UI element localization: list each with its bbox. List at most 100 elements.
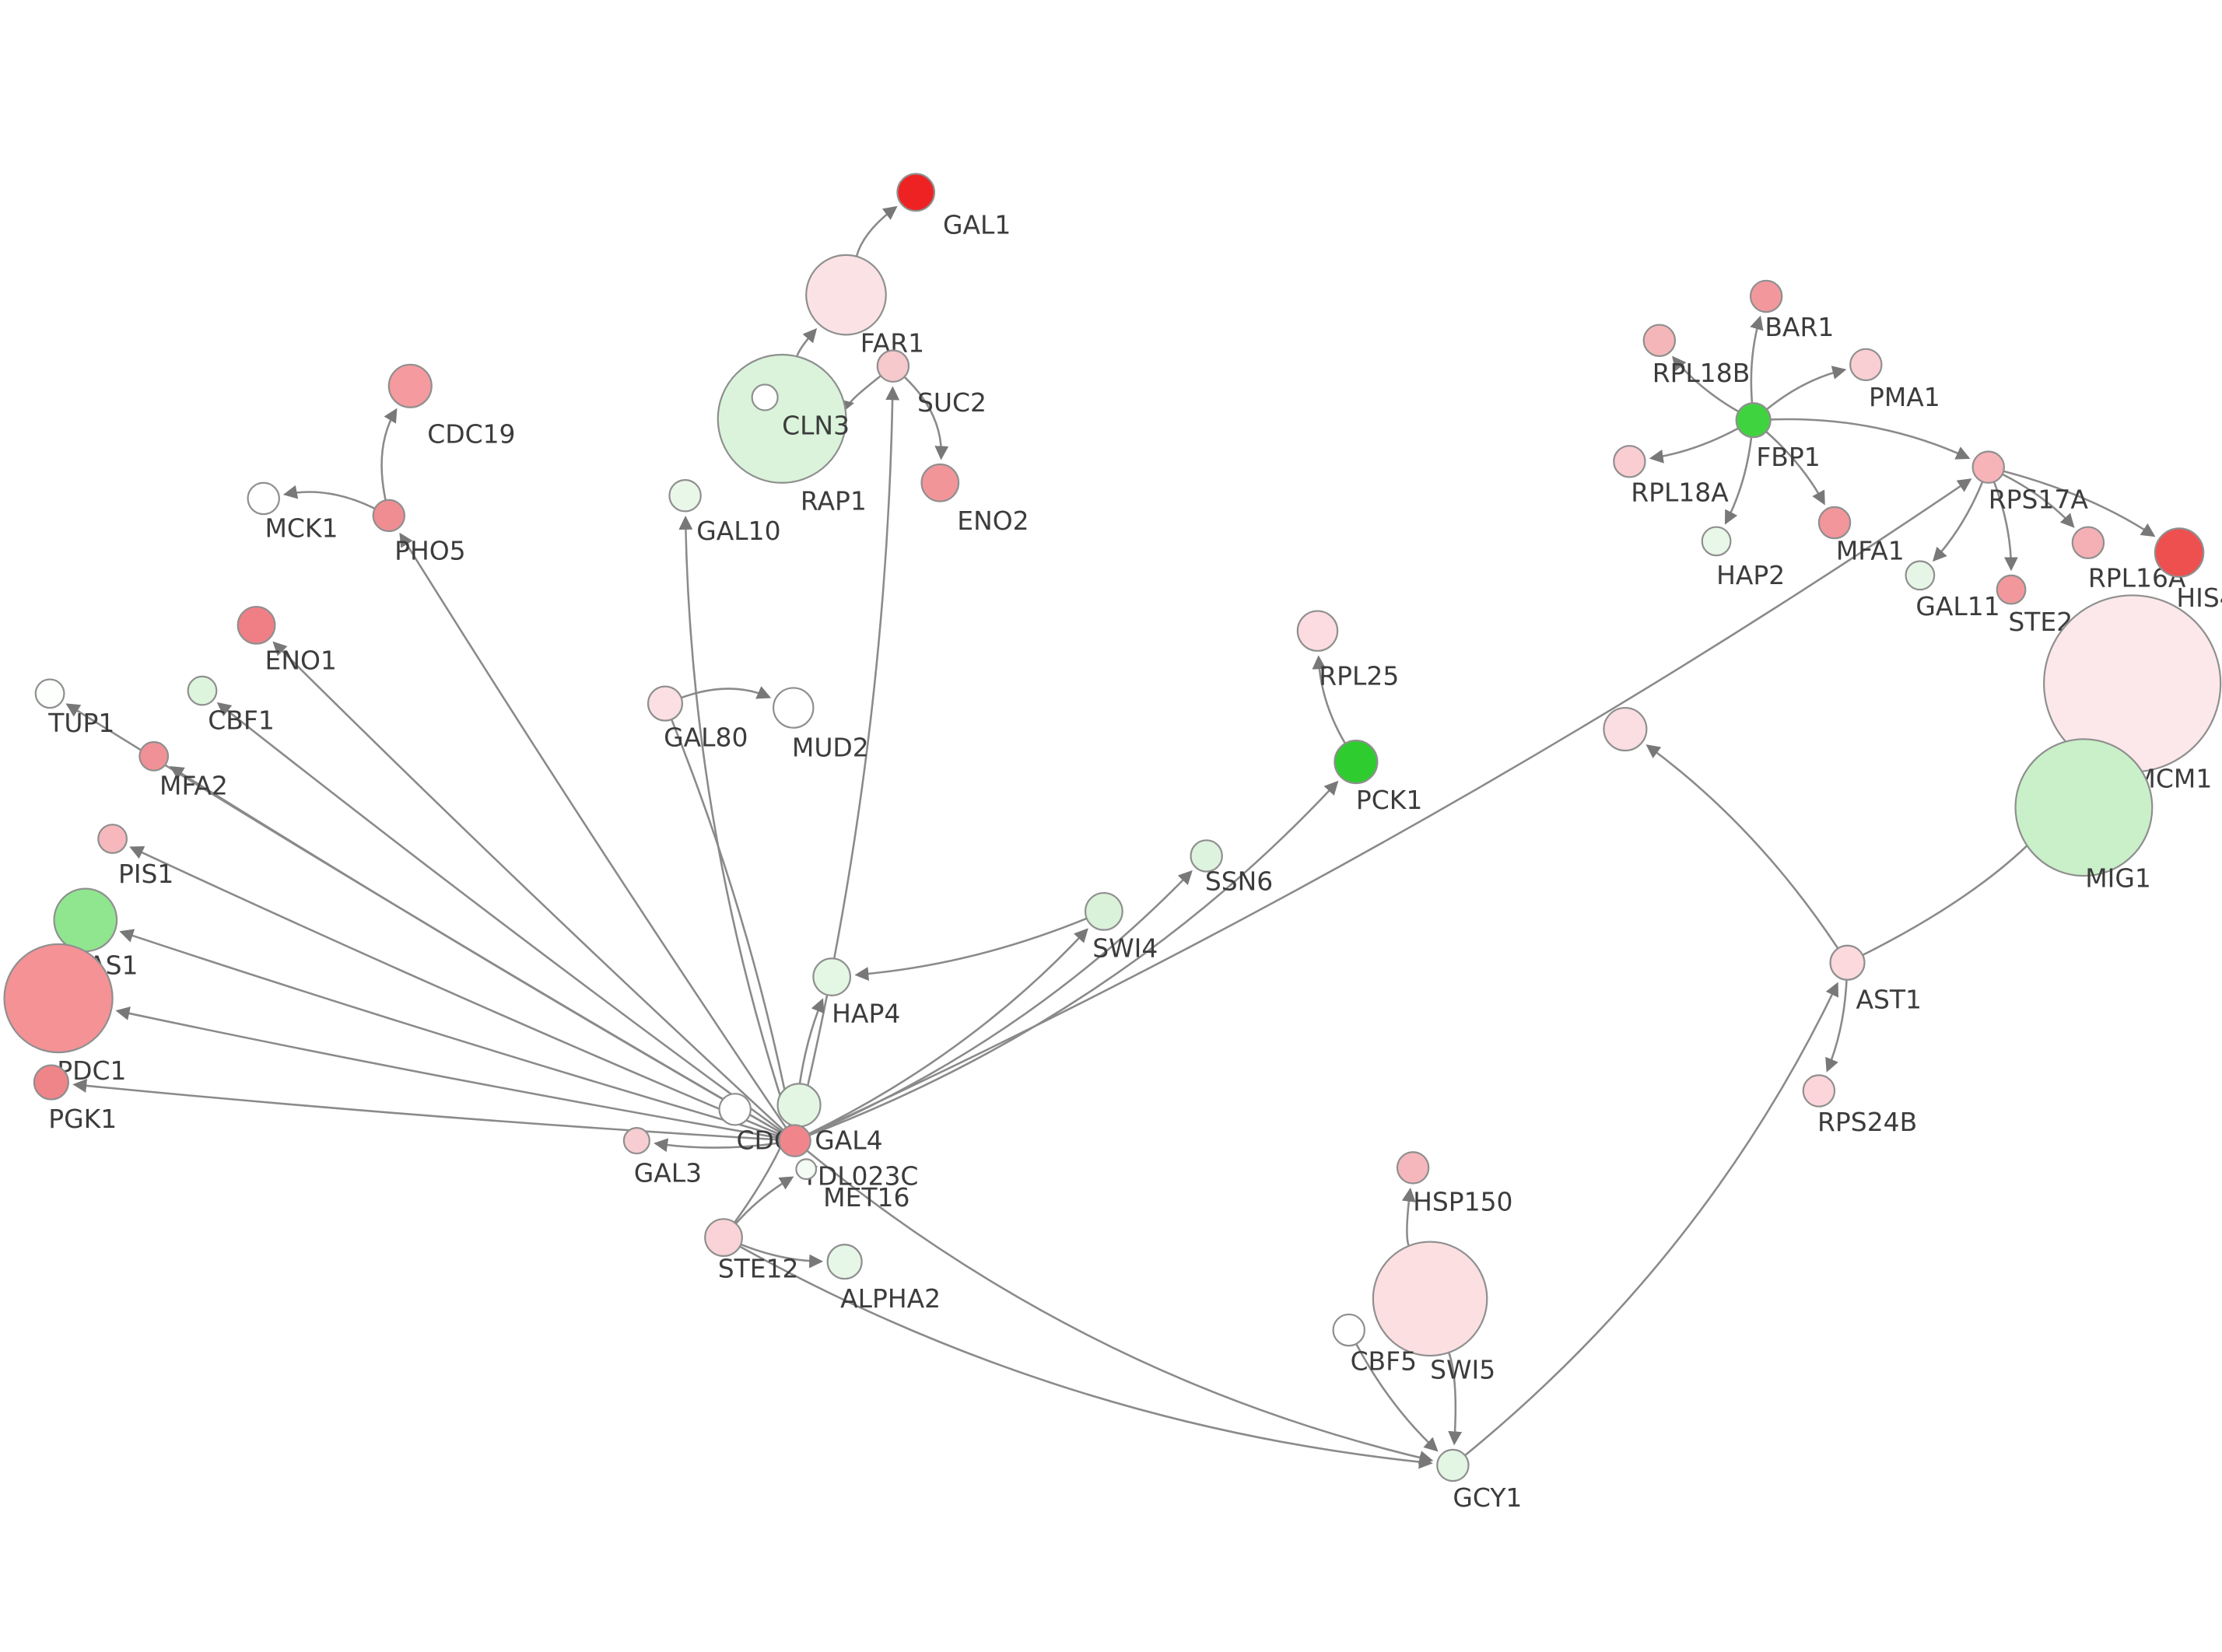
edge-FBP1-PMA1[interactable] <box>1765 366 1847 411</box>
node-CBF5[interactable] <box>1332 1313 1365 1347</box>
edge-PHO5-CDC19[interactable] <box>380 408 398 501</box>
edge-FBP1-BAR1[interactable] <box>1750 315 1764 404</box>
node-SWI4[interactable] <box>1084 891 1123 931</box>
node-RPL18B[interactable] <box>1642 324 1677 357</box>
node-NODE39[interactable] <box>1603 706 1648 752</box>
node-PGK1[interactable] <box>33 1064 69 1101</box>
edge-SWI5-GCY1[interactable] <box>1448 1352 1463 1446</box>
node-GAL11[interactable] <box>1905 560 1936 591</box>
node-CDC6[interactable] <box>718 1093 752 1126</box>
label-RPL18A: RPL18A <box>1631 478 1729 508</box>
node-MIG1[interactable] <box>2014 738 2154 877</box>
node-RPL25[interactable] <box>1296 610 1339 652</box>
node-HIS4[interactable] <box>2154 527 2205 578</box>
edge-STE12-GCY1[interactable] <box>739 1245 1433 1469</box>
node-PDC1[interactable] <box>3 943 114 1054</box>
edge-SWI4-HAP4[interactable] <box>854 917 1088 981</box>
node-HSP150[interactable] <box>1396 1151 1430 1185</box>
edge-GAL4-GAL3[interactable] <box>654 1138 780 1153</box>
node-RPL16A[interactable] <box>2071 526 2105 559</box>
edge-GAL80-GAL4[interactable] <box>670 719 795 1122</box>
edge-GAL4-PHO5[interactable] <box>399 532 787 1129</box>
node-RPL18A[interactable] <box>1613 445 1646 478</box>
edge-SUC2-CLN3[interactable] <box>839 375 881 413</box>
node-MFA2[interactable] <box>138 740 170 772</box>
node-CBF1[interactable] <box>187 675 218 706</box>
node-RAS1[interactable] <box>53 887 118 953</box>
edge-GAL4-MFA2[interactable] <box>169 765 782 1134</box>
node-MCK1[interactable] <box>247 481 280 516</box>
node-HAP4[interactable] <box>812 957 852 996</box>
node-MET16[interactable] <box>795 1158 818 1181</box>
label-PCK1: PCK1 <box>1356 785 1422 815</box>
edge-FAR1-GAL1[interactable] <box>855 205 898 257</box>
edge-GAL4-PGK1[interactable] <box>72 1079 780 1141</box>
node-HAP2[interactable] <box>1701 526 1732 557</box>
node-TUP1[interactable] <box>34 678 65 709</box>
node-BAR1[interactable] <box>1749 279 1783 313</box>
node-SSN6[interactable] <box>1190 839 1223 873</box>
edge-CLN3-FAR1[interactable] <box>796 327 818 357</box>
edge-GAL4-PIS1[interactable] <box>129 845 781 1136</box>
edge-GAL4-SUC2[interactable] <box>797 386 900 1126</box>
node-YDL023C[interactable] <box>776 1083 822 1128</box>
node-GAL80[interactable] <box>647 685 684 722</box>
edge-GCY1-AST1[interactable] <box>1464 982 1838 1457</box>
node-CLN3[interactable] <box>717 353 847 484</box>
edge-SUC2-ENO2[interactable] <box>903 376 949 460</box>
node-ENO2[interactable] <box>920 463 960 502</box>
node-STE2[interactable] <box>1996 574 2027 605</box>
node-PMA1[interactable] <box>1849 348 1883 382</box>
edge-GAL4-PDC1[interactable] <box>115 1006 780 1139</box>
edge-GAL4-SWI4[interactable] <box>808 928 1088 1135</box>
node-ENO1[interactable] <box>237 605 276 645</box>
edge-GAL4-PCK1[interactable] <box>808 780 1339 1136</box>
edge-RPS17A-HIS4[interactable] <box>2003 470 2156 537</box>
edge-FBP1-RPL18A[interactable] <box>1649 427 1739 464</box>
edge-GAL4-ENO1[interactable] <box>272 641 784 1131</box>
edge-FBP1-HAP2[interactable] <box>1724 436 1753 525</box>
node-STE12[interactable] <box>704 1218 743 1257</box>
edge-AST1-RPS24B[interactable] <box>1825 979 1848 1073</box>
edge-GAL4-GCY1[interactable] <box>806 1150 1434 1465</box>
node-GAL4[interactable] <box>778 1124 811 1157</box>
edge-CBF5-GCY1[interactable] <box>1355 1343 1439 1452</box>
node-SWI5[interactable] <box>1372 1241 1488 1357</box>
edge-GAL80-MUD2[interactable] <box>681 686 772 699</box>
node-RPS24B[interactable] <box>1802 1074 1836 1108</box>
node-CDC19[interactable] <box>387 363 433 408</box>
node-MFA1[interactable] <box>1817 506 1852 540</box>
node-PCK1[interactable] <box>1334 740 1379 785</box>
edge-FBP1-RPS17A[interactable] <box>1770 418 1971 460</box>
edge-PHO5-MCK1[interactable] <box>282 485 376 510</box>
edge-GAL4-CBF1[interactable] <box>216 702 783 1132</box>
edge-AST1-NODE39[interactable] <box>1645 744 1839 950</box>
edge-STE12-ALPHA2[interactable] <box>740 1243 824 1269</box>
node-GCY1[interactable] <box>1436 1448 1470 1482</box>
node-MUD2[interactable] <box>773 687 815 729</box>
edge-SWI5-HSP150[interactable] <box>1401 1187 1416 1247</box>
node-PHO5[interactable] <box>372 499 406 533</box>
node-AST1[interactable] <box>1829 944 1866 981</box>
node-FBP1[interactable] <box>1735 402 1772 439</box>
node-FAR1[interactable] <box>805 254 887 336</box>
edge-GAL4-RPS17A[interactable] <box>808 478 1972 1136</box>
edge-GAL4-RAS1[interactable] <box>119 929 780 1138</box>
edge-FBP1-MFA1[interactable] <box>1765 430 1825 506</box>
edge-GAL4-GAL10[interactable] <box>678 515 791 1126</box>
edge-PCK1-RPL25[interactable] <box>1312 655 1347 744</box>
node-SUC2[interactable] <box>876 349 910 383</box>
edge-RPS17A-RPL16A[interactable] <box>2002 473 2075 528</box>
node-GAL3[interactable] <box>622 1127 650 1155</box>
node-RAP1[interactable] <box>751 383 779 411</box>
node-RPS17A[interactable] <box>1971 450 2005 484</box>
edge-FBP1-RPL18B[interactable] <box>1672 355 1740 413</box>
node-GAL10[interactable] <box>668 479 702 513</box>
label-GAL1: GAL1 <box>943 209 1011 240</box>
edge-STE12-MET16[interactable] <box>734 1176 794 1225</box>
node-ALPHA2[interactable] <box>826 1244 863 1280</box>
edge-RPS17A-STE2[interactable] <box>1992 481 2018 572</box>
edge-RPS17A-GAL11[interactable] <box>1932 481 1984 562</box>
node-GAL1[interactable] <box>896 173 936 212</box>
node-PIS1[interactable] <box>97 824 128 854</box>
